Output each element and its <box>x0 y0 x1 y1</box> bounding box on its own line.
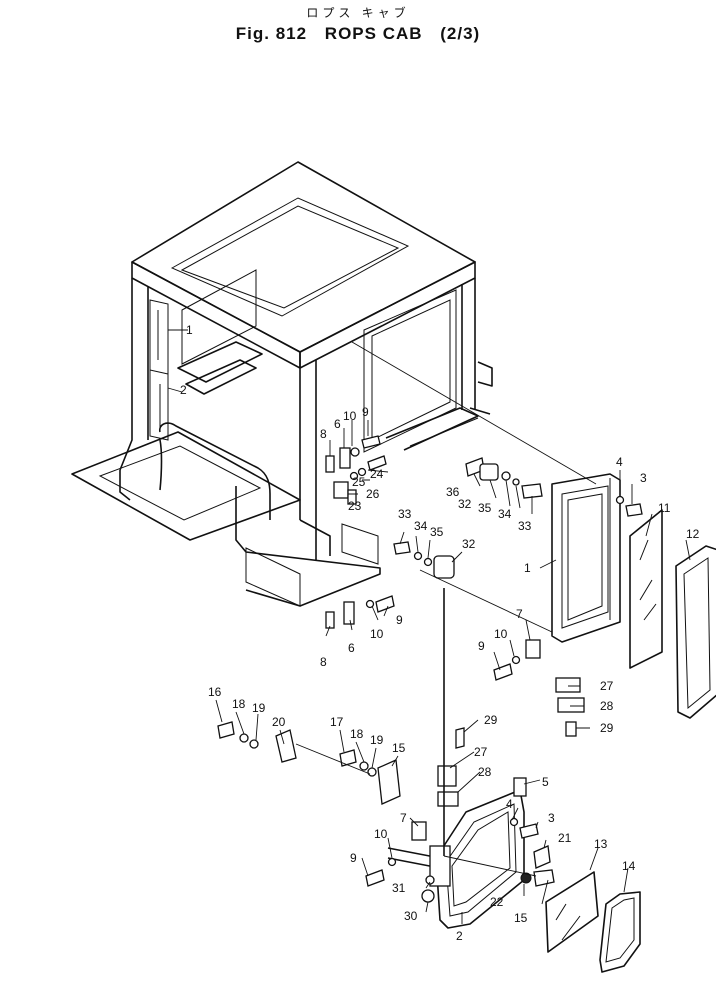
callout-30: 30 <box>404 909 418 923</box>
callout-24: 24 <box>370 467 384 481</box>
callout-28: 28 <box>478 765 492 779</box>
callout-10: 10 <box>343 409 357 423</box>
callout-14: 14 <box>622 859 636 873</box>
callout-2: 2 <box>180 383 187 397</box>
callout-3: 3 <box>640 471 647 485</box>
figure-page-fraction: (2/3) <box>440 24 481 43</box>
callout-15: 15 <box>514 911 528 925</box>
callout-35: 35 <box>478 501 492 515</box>
callout-11: 11 <box>658 501 671 515</box>
callout-34: 34 <box>414 519 428 533</box>
callout-28: 28 <box>600 699 614 713</box>
callout-10: 10 <box>370 627 384 641</box>
callout-19: 19 <box>370 733 384 747</box>
callout-20: 20 <box>272 715 286 729</box>
callout-6: 6 <box>348 641 355 655</box>
figure-name: ROPS CAB <box>324 24 423 43</box>
callout-16: 16 <box>208 685 222 699</box>
upper-door-assembly <box>551 473 716 719</box>
callout-32: 32 <box>458 497 472 511</box>
callout-5: 5 <box>542 775 549 789</box>
callout-27: 27 <box>474 745 488 759</box>
callout-18: 18 <box>232 697 246 711</box>
callout-labels: 1 2 10 9 6 8 25 24 26 23 36 32 35 34 33 … <box>180 323 700 943</box>
callout-29: 29 <box>484 713 498 727</box>
callout-31: 31 <box>392 881 406 895</box>
callout-7: 7 <box>516 607 523 621</box>
rops-cab-frame <box>71 161 493 607</box>
callout-3: 3 <box>548 811 555 825</box>
callout-22: 22 <box>490 895 504 909</box>
callout-4: 4 <box>506 797 513 811</box>
callout-18: 18 <box>350 727 364 741</box>
callout-19: 19 <box>252 701 266 715</box>
callout-10: 10 <box>374 827 388 841</box>
callout-9: 9 <box>478 639 485 653</box>
callout-13: 13 <box>594 837 608 851</box>
callout-8: 8 <box>320 427 327 441</box>
callout-2: 2 <box>456 929 463 943</box>
figure-title: Fig. 812 ROPS CAB (2/3) <box>0 24 716 44</box>
callout-4: 4 <box>616 455 623 469</box>
callout-33: 33 <box>398 507 412 521</box>
callout-34: 34 <box>498 507 512 521</box>
callout-32: 32 <box>462 537 476 551</box>
callout-26: 26 <box>366 487 380 501</box>
callout-27: 27 <box>600 679 614 693</box>
callout-10: 10 <box>494 627 508 641</box>
hardware-parts <box>217 435 643 903</box>
callout-9: 9 <box>396 613 403 627</box>
callout-7: 7 <box>400 811 407 825</box>
callout-35: 35 <box>430 525 444 539</box>
callout-9: 9 <box>350 851 357 865</box>
callout-21: 21 <box>558 831 572 845</box>
subtitle-japanese: ロプス キャブ <box>306 6 410 20</box>
callout-8: 8 <box>320 655 327 669</box>
callout-33: 33 <box>518 519 532 533</box>
callout-6: 6 <box>334 417 341 431</box>
callout-1: 1 <box>524 561 531 575</box>
figure-number: Fig. 812 <box>235 24 308 43</box>
callout-25: 25 <box>352 475 366 489</box>
callout-12: 12 <box>686 527 700 541</box>
callout-1: 1 <box>186 323 193 337</box>
leader-lines <box>167 329 691 924</box>
callout-9: 9 <box>362 405 369 419</box>
callout-29: 29 <box>600 721 614 735</box>
callout-23: 23 <box>348 499 362 513</box>
callout-15: 15 <box>392 741 406 755</box>
callout-36: 36 <box>446 485 460 499</box>
callout-17: 17 <box>330 715 344 729</box>
